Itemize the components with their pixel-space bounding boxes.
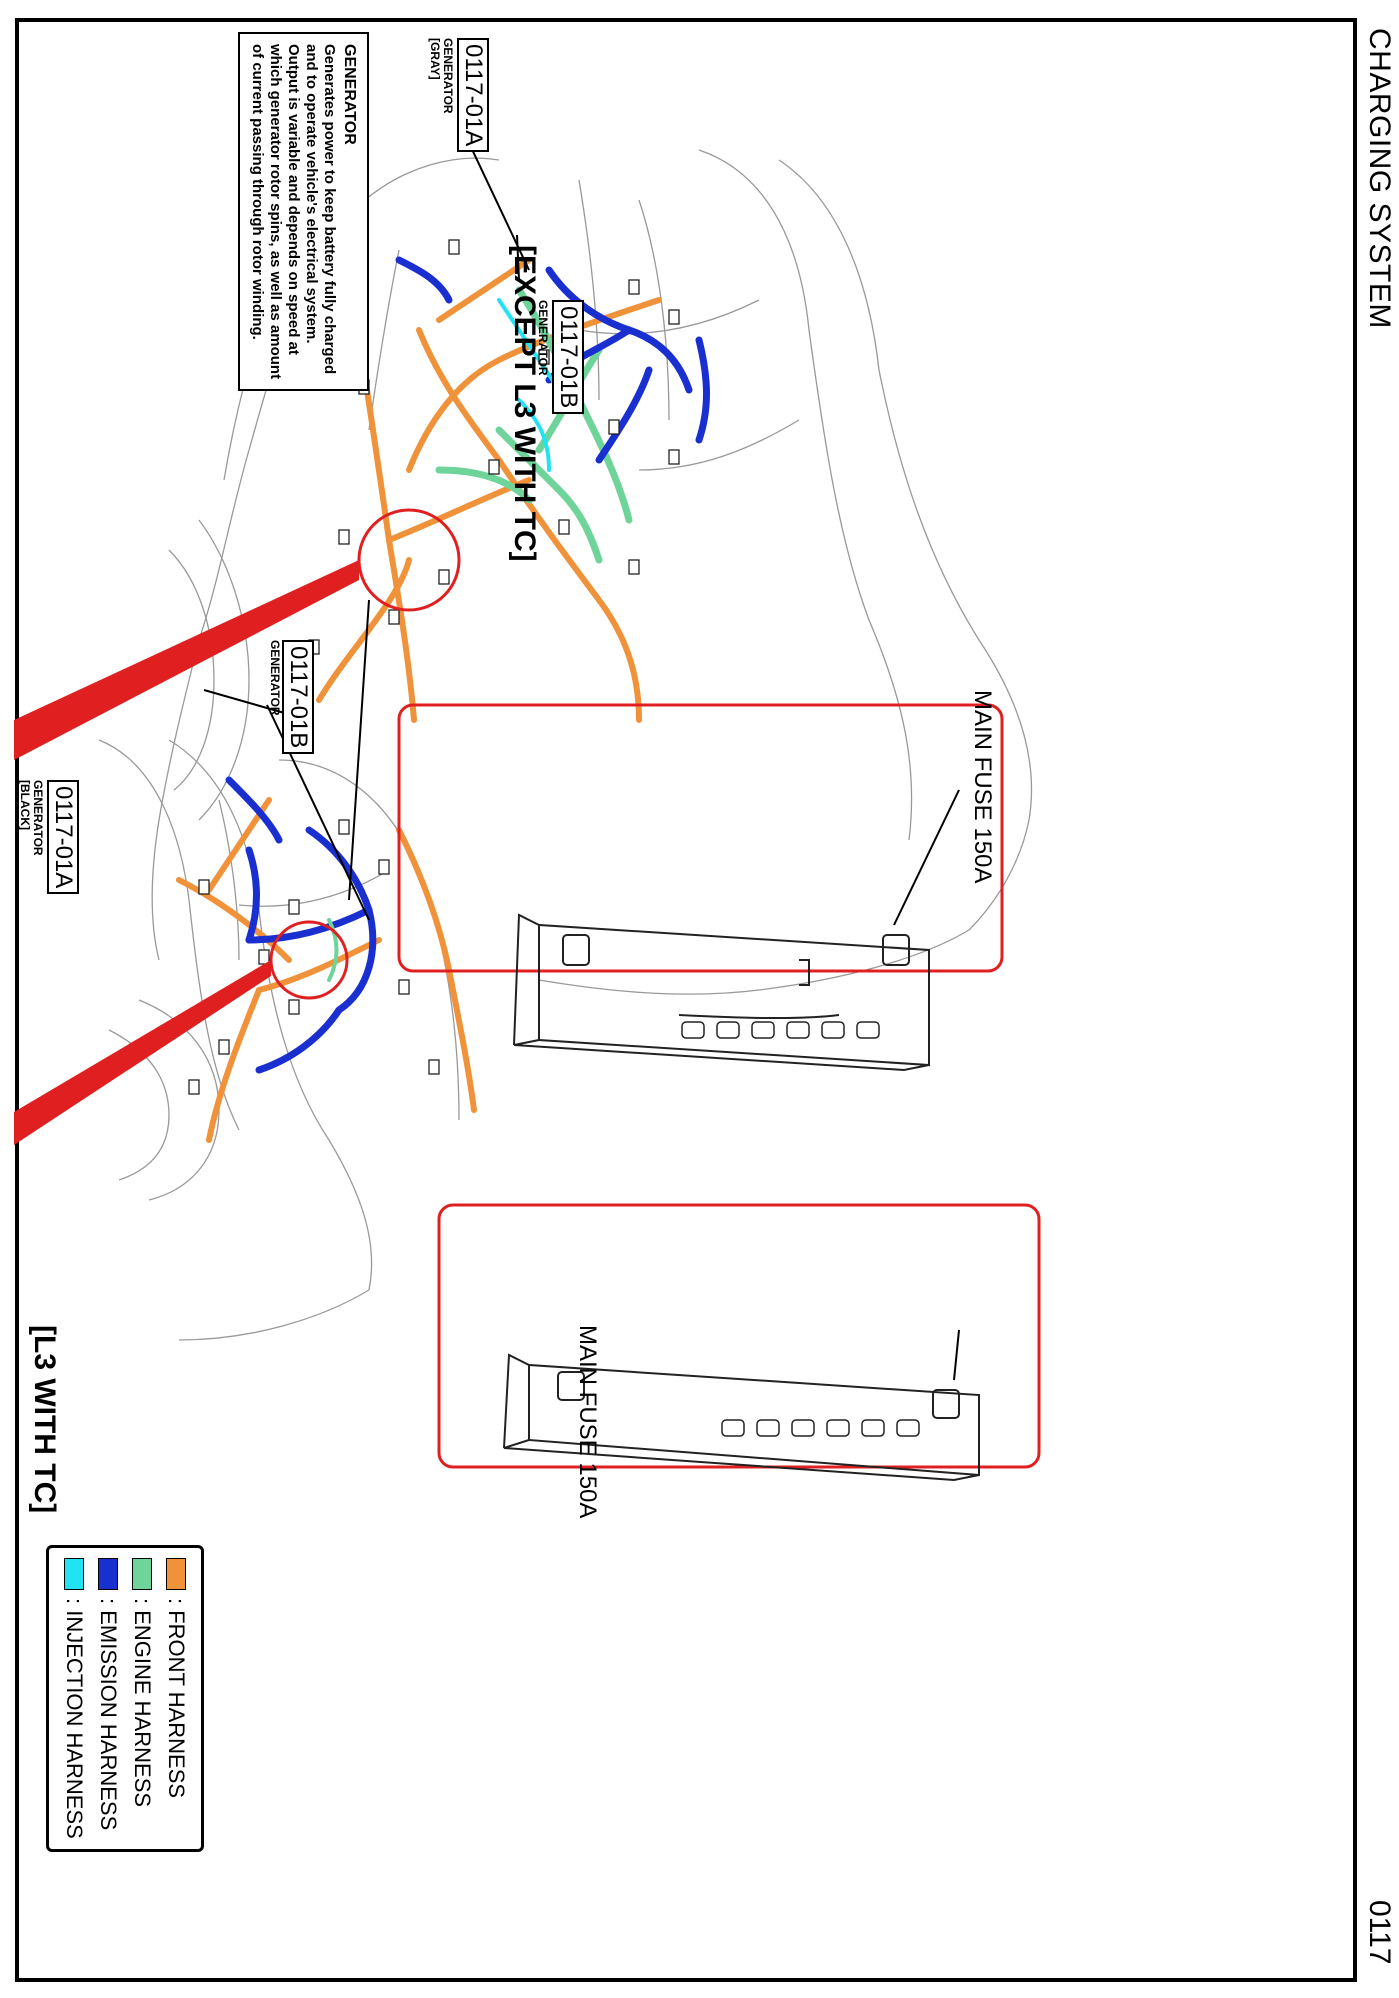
connector-code-upper-b: 0117-01B — [552, 300, 584, 415]
legend-swatch — [98, 1558, 118, 1590]
generator-info-line: which generator rotor spins, as well as … — [266, 44, 284, 380]
legend-item-injection-harness: : INJECTION HARNESS — [57, 1558, 91, 1839]
page-title: CHARGING SYSTEM — [1363, 28, 1396, 329]
lower-harness-engine — [327, 918, 339, 982]
legend-item-engine-harness: : ENGINE HARNESS — [125, 1558, 159, 1839]
lower-fuse-callout-pointer — [14, 960, 271, 1145]
generator-info-line: Generates power to keep battery fully ch… — [320, 44, 338, 375]
legend-label: : INJECTION HARNESS — [62, 1598, 87, 1839]
legend-item-emission-harness: : EMISSION HARNESS — [91, 1558, 125, 1839]
lower-connectors — [188, 819, 440, 1095]
generator-info-box: GENERATOR Generates power to keep batter… — [237, 32, 369, 392]
page-number: 0117 — [1363, 1900, 1396, 1965]
lower-fuse-leader — [953, 1329, 960, 1381]
section-label-lower: [L3 WITH TC] — [28, 1325, 61, 1514]
legend-label: : ENGINE HARNESS — [130, 1598, 155, 1808]
lower-harness-emission — [225, 776, 377, 1074]
upper-battery-drawing — [513, 913, 930, 1072]
connector-label-upper-b: GENERATOR — [536, 300, 550, 376]
lower-battery-inset-frame — [437, 1203, 1041, 1469]
upper-fuse-callout-pointer — [14, 560, 359, 760]
main-fuse-label-upper: MAIN FUSE 150A — [969, 690, 996, 884]
connector-code-lower-a: 0117-01A — [47, 780, 79, 895]
connector-code-lower-b: 0117-01B — [282, 640, 314, 755]
harness-legend: : FRONT HARNESS : ENGINE HARNESS : EMISS… — [46, 1545, 204, 1852]
section-label-upper: [EXCEPT L3 WITH TC] — [508, 245, 541, 562]
connector-code-upper-a: 0117-01A — [457, 38, 489, 153]
legend-swatch — [132, 1558, 152, 1590]
upper-battery-cells — [681, 1021, 880, 1039]
lower-battery-drawing — [503, 1353, 980, 1482]
generator-info-line: of current passing through rotor winding… — [248, 44, 266, 340]
generator-info-title: GENERATOR — [341, 44, 358, 145]
upper-battery-inset-frame — [397, 703, 1004, 973]
connector-label-lower-b: GENERATOR — [268, 640, 282, 716]
lower-battery-cells — [721, 1419, 920, 1437]
upper-harness-front — [316, 257, 662, 723]
legend-swatch — [64, 1558, 84, 1590]
upper-fuse-leader — [893, 789, 960, 926]
generator-info-line: and to operate vehicle's electrical syst… — [302, 44, 320, 344]
connector-label-upper-a: GENERATOR [GRAY] — [427, 38, 455, 114]
legend-label: : EMISSION HARNESS — [96, 1598, 121, 1831]
generator-info-line: Output is variable and depends on speed … — [284, 44, 302, 355]
connector-label-lower-a: GENERATOR [BLACK] — [17, 780, 45, 856]
legend-item-front-harness: : FRONT HARNESS — [159, 1558, 193, 1839]
legend-label: : FRONT HARNESS — [164, 1598, 189, 1799]
page-frame — [15, 18, 1357, 1982]
legend-swatch — [166, 1558, 186, 1590]
main-fuse-label-lower: MAIN FUSE 150A — [574, 1325, 601, 1519]
